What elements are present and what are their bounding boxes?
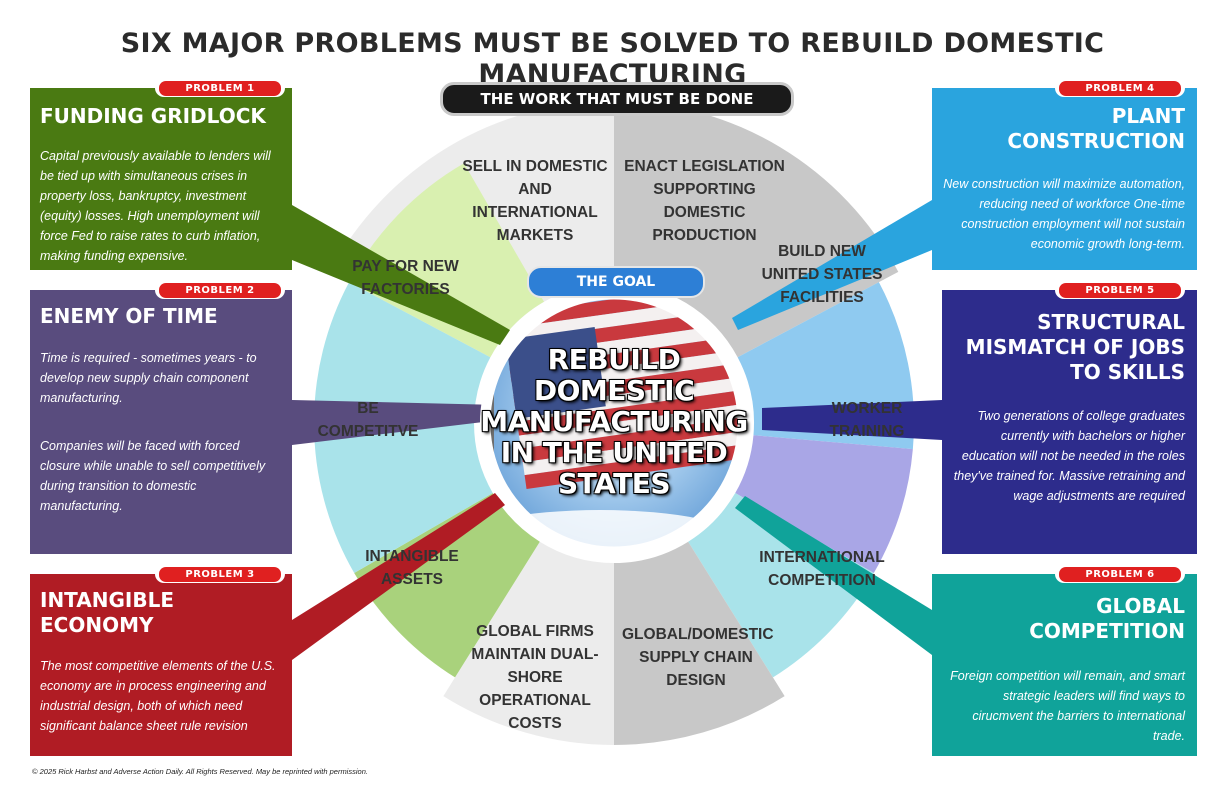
problem-4-tag: PROBLEM 4 bbox=[1055, 78, 1185, 97]
goal-label: THE GOAL bbox=[527, 266, 705, 298]
wheel-segment-be-competitive bbox=[314, 423, 493, 573]
problem-1-tag: PROBLEM 1 bbox=[155, 78, 285, 97]
problem-5-tag: PROBLEM 5 bbox=[1055, 280, 1185, 299]
problem-1-box: FUNDING GRIDLOCK Capital previously avai… bbox=[30, 88, 292, 270]
segment-worker-training: WORKER TRAINING bbox=[829, 400, 905, 440]
segment-pay-for-new-factories: PAY FOR NEW FACTORIES bbox=[352, 258, 459, 298]
wheel-segment-be-competitive-upper bbox=[314, 282, 491, 423]
wheel-segment-dual-shore-costs bbox=[443, 541, 614, 745]
segment-enact-legislation: ENACT LEGISLATION SUPPORTING DOMESTIC PR… bbox=[624, 158, 785, 244]
problem-5-body: Two generations of college graduates cur… bbox=[953, 409, 1185, 503]
problem-3-pointer bbox=[292, 493, 505, 660]
problem-1-body: Capital previously available to lenders … bbox=[40, 149, 271, 263]
segment-intangible-assets: INTANGIBLE ASSETS bbox=[365, 548, 459, 588]
problem-5-box: STRUCTURAL MISMATCH OF JOBS TO SKILLS Tw… bbox=[942, 290, 1197, 554]
problem-6-tag: PROBLEM 6 bbox=[1055, 564, 1185, 583]
wheel-segment-international-competition bbox=[688, 493, 874, 678]
segment-international-competition: INTERNATIONAL COMPETITION bbox=[759, 549, 885, 589]
problem-2-body: Time is required - sometimes years - to … bbox=[40, 351, 257, 405]
segment-dual-shore-costs: GLOBAL FIRMS MAINTAIN DUAL-SHORE OPERATI… bbox=[471, 623, 599, 732]
page-title: SIX MAJOR PROBLEMS MUST BE SOLVED TO REB… bbox=[120, 28, 1105, 90]
problem-3-box: INTANGIBLE ECONOMY The most competitive … bbox=[30, 574, 292, 756]
copyright-footer: © 2025 Rick Harbst and Adverse Action Da… bbox=[32, 767, 368, 776]
problem-3-title: INTANGIBLE ECONOMY bbox=[40, 588, 174, 637]
problem-6-box: GLOBAL COMPETITION Foreign competition w… bbox=[932, 574, 1197, 756]
problem-4-pointer bbox=[732, 200, 932, 330]
segment-sell-in-markets: SELL IN DOMESTIC AND INTERNATIONAL MARKE… bbox=[462, 158, 608, 244]
problem-5-title: STRUCTURAL MISMATCH OF JOBS TO SKILLS bbox=[965, 310, 1185, 384]
wheel-segment-supply-chain-design bbox=[614, 541, 785, 745]
segment-build-new-facilities: BUILD NEW UNITED STATES FACILITIES bbox=[761, 243, 883, 306]
problem-6-pointer bbox=[735, 496, 932, 655]
problem-2-tag: PROBLEM 2 bbox=[155, 280, 285, 299]
problem-2-pointer bbox=[292, 400, 500, 445]
wheel-segment-intangible-assets bbox=[354, 493, 540, 678]
work-label: THE WORK THAT MUST BE DONE bbox=[440, 82, 794, 116]
problem-5-pointer bbox=[762, 400, 942, 440]
wheel-segment-pay-for-new-factories bbox=[349, 163, 544, 358]
problem-2-body-2: Companies will be faced with forced clos… bbox=[40, 439, 266, 513]
problem-6-body: Foreign competition will remain, and sma… bbox=[950, 669, 1185, 743]
problem-4-title: PLANT CONSTRUCTION bbox=[1007, 104, 1185, 153]
problem-3-body: The most competitive elements of the U.S… bbox=[40, 659, 276, 733]
goal-text: REBUILD DOMESTIC MANUFACTURING IN THE UN… bbox=[480, 343, 748, 500]
problem-3-tag: PROBLEM 3 bbox=[155, 564, 285, 583]
problem-4-box: PLANT CONSTRUCTION New construction will… bbox=[932, 88, 1197, 270]
problem-1-pointer bbox=[292, 205, 510, 345]
wheel-segment-worker-training bbox=[735, 435, 913, 573]
problem-6-title: GLOBAL COMPETITION bbox=[1029, 594, 1185, 643]
segment-supply-chain-design: GLOBAL/DOMESTIC SUPPLY CHAIN DESIGN bbox=[622, 626, 774, 689]
goal-flag-image bbox=[489, 298, 739, 548]
problem-2-box: ENEMY OF TIME Time is required - sometim… bbox=[30, 290, 292, 554]
segment-be-competitive: BE COMPETITVE bbox=[317, 400, 419, 440]
problem-1-title: FUNDING GRIDLOCK bbox=[40, 104, 266, 128]
problem-4-body: New construction will maximize automatio… bbox=[943, 177, 1185, 251]
problem-2-title: ENEMY OF TIME bbox=[40, 304, 218, 328]
